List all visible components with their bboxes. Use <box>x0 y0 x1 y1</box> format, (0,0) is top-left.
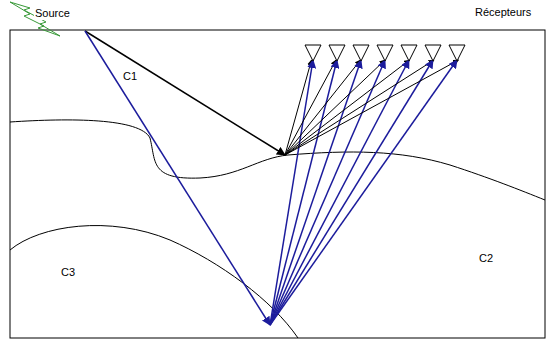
reflected-ray <box>270 60 385 325</box>
incident-ray <box>85 31 285 155</box>
receiver-row <box>305 45 465 61</box>
reflected-ray <box>285 60 434 155</box>
source-label: Source <box>34 7 71 20</box>
receiver-symbol <box>377 45 393 61</box>
interface-line <box>10 226 298 338</box>
reflected-rays <box>270 60 459 325</box>
layer-label: C1 <box>122 70 138 83</box>
reflected-ray <box>285 60 385 155</box>
reflected-ray <box>270 60 457 325</box>
layer-label: C2 <box>478 252 494 265</box>
ground-frame <box>10 30 545 338</box>
layer-label: C3 <box>60 266 76 279</box>
receiver-symbol <box>449 45 465 61</box>
incident-ray <box>85 31 270 325</box>
receiver-label: Récepteurs <box>474 6 532 19</box>
reflected-ray <box>285 60 459 155</box>
reflected-ray <box>270 60 361 325</box>
receiver-symbol <box>329 45 345 61</box>
receiver-symbol <box>305 45 321 61</box>
receiver-symbol <box>353 45 369 61</box>
receiver-symbol <box>401 45 417 61</box>
reflected-ray <box>270 60 409 325</box>
receiver-symbol <box>425 45 441 61</box>
interface-line <box>10 120 545 200</box>
reflected-ray <box>270 60 433 325</box>
reflected-ray <box>285 60 410 155</box>
